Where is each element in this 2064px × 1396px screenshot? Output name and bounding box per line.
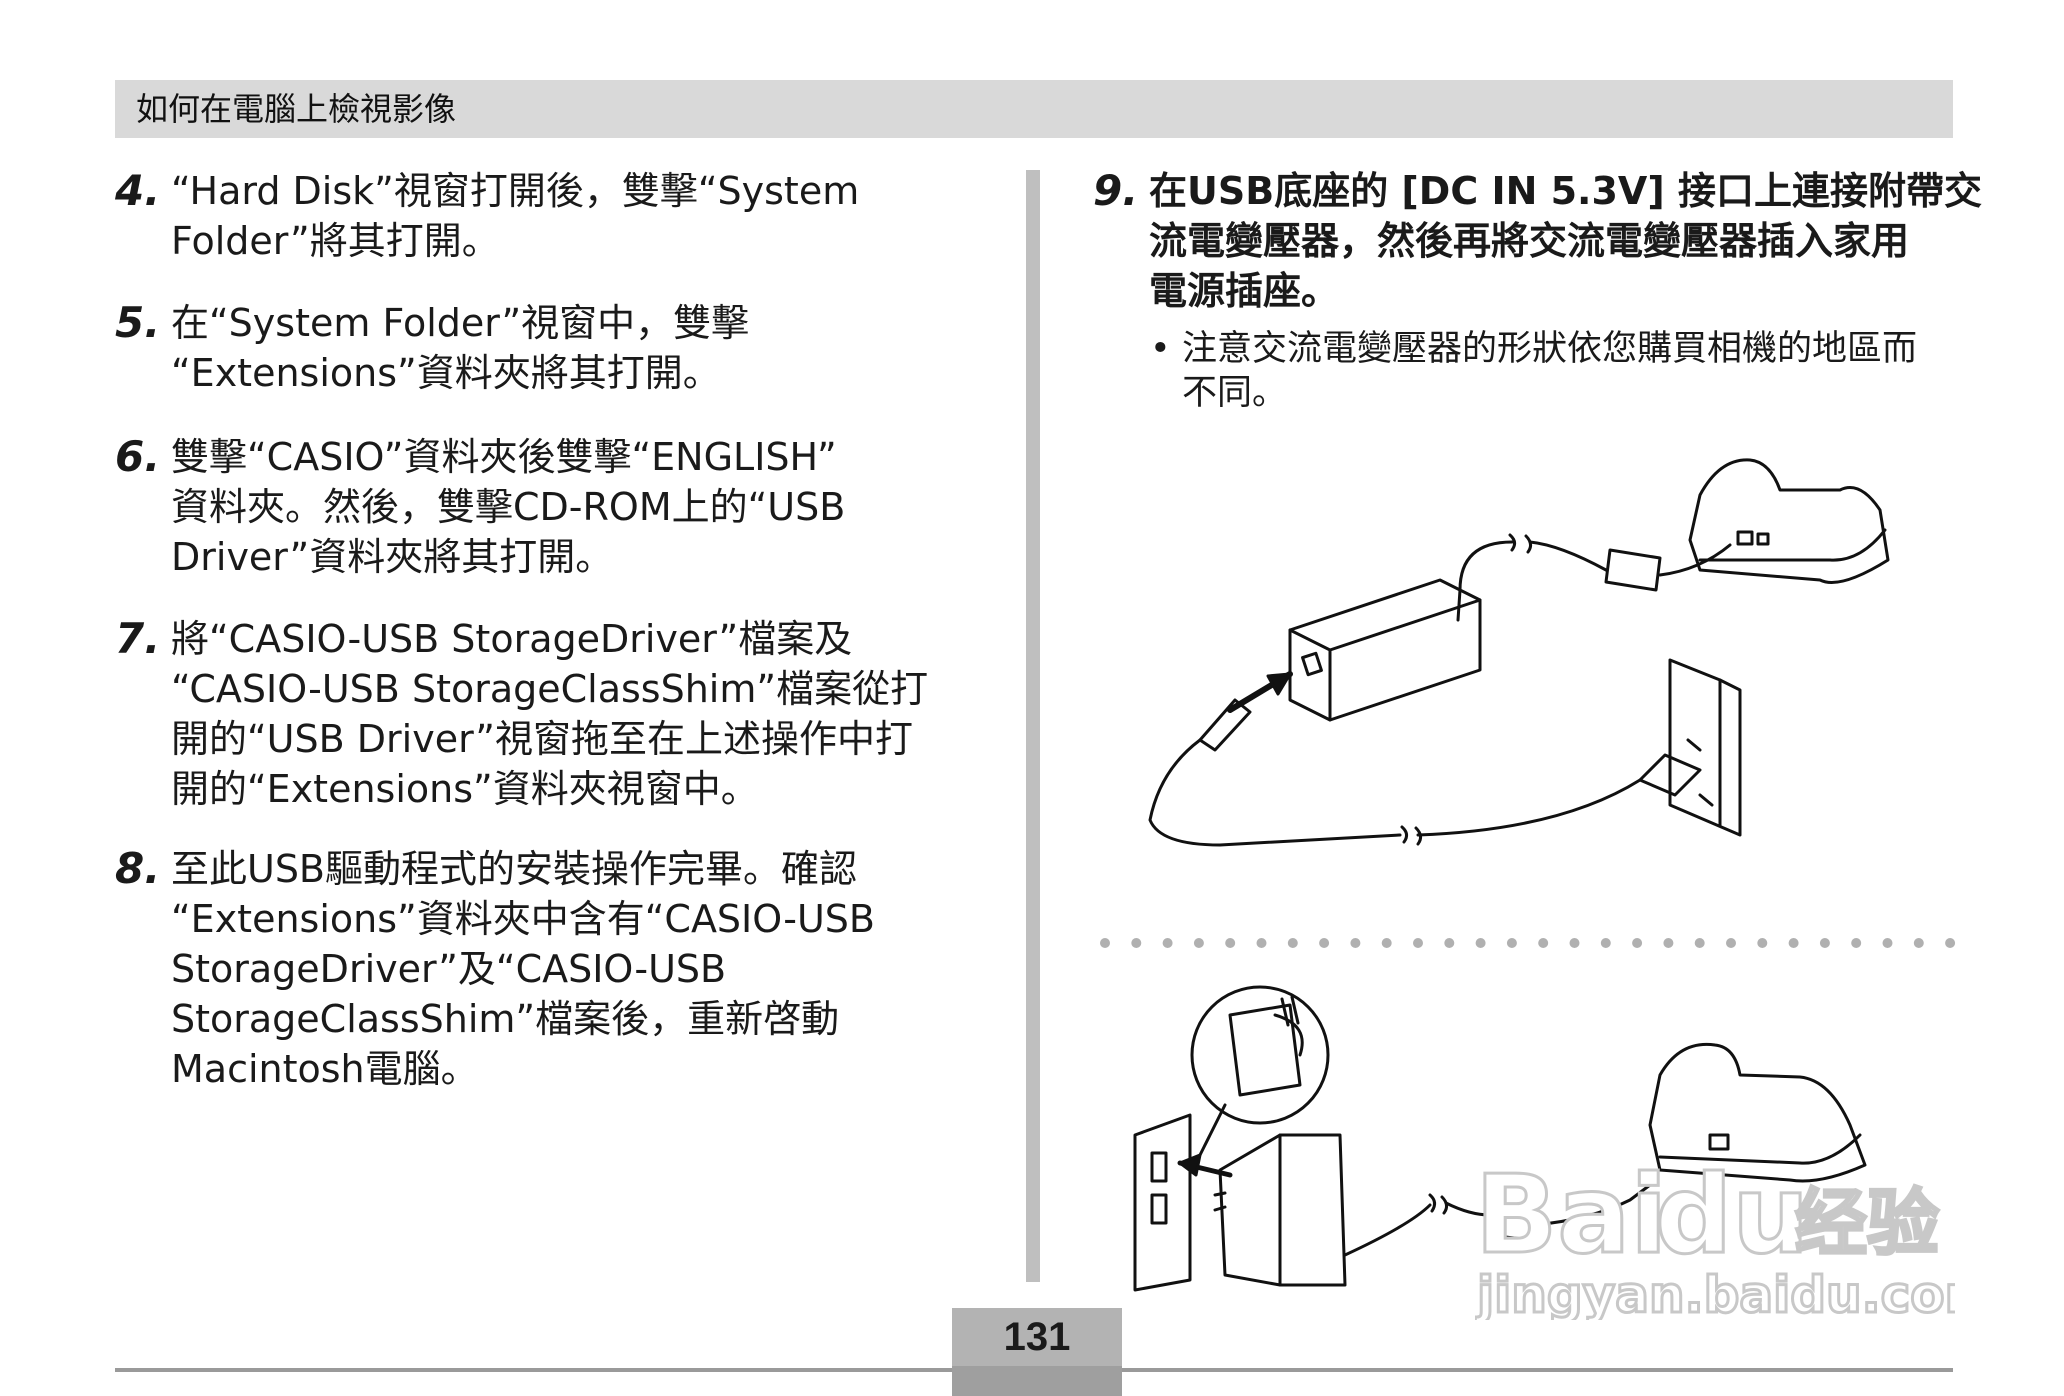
cradle-icon <box>1688 458 1890 584</box>
separator-dot <box>1506 938 1517 948</box>
note-text-line: 注意交流電變壓器的形狀依您購買相機的地區而 <box>1182 329 1918 369</box>
watermark-suffix: 经验 <box>1795 1181 1939 1265</box>
step-text-line: “CASIO-USB StorageClassShim”檔案從打 <box>171 667 929 711</box>
watermark-paw: du <box>1655 1160 1809 1278</box>
page-number-box <box>952 1308 1122 1396</box>
column-divider <box>1026 170 1040 1282</box>
step-text-line: StorageClassShim”檔案後，重新啓動 <box>171 997 840 1041</box>
separator-dot <box>1319 938 1330 948</box>
dotted-separator <box>1100 938 1956 948</box>
ac-adapter-icon <box>1288 578 1482 722</box>
adapter-cradle-illustration <box>1148 458 1890 847</box>
step-number: 4. <box>115 166 161 215</box>
separator-dot <box>1694 938 1705 948</box>
step-text-line: 流電變壓器，然後再將交流電變壓器插入家用 <box>1149 219 1910 263</box>
separator-dot <box>1632 938 1643 948</box>
separator-dot <box>1757 938 1768 948</box>
separator-dot <box>1913 938 1924 948</box>
wall-outlet-icon <box>1668 658 1742 837</box>
step-text-line: 開的“USB Driver”視窗拖至在上述操作中打 <box>171 717 913 761</box>
separator-dot <box>1256 938 1267 948</box>
step-text-line: 電源插座。 <box>1149 269 1340 313</box>
step-7: 7. 將“CASIO-USB StorageDriver”檔案及 “CASIO-… <box>115 614 928 814</box>
step-text-line: 在USB底座的 [DC IN 5.3V] 接口上連接附帶交 <box>1149 169 1982 213</box>
ferrite-core-icon <box>1486 1203 1537 1242</box>
page-number-box-top <box>952 1308 1122 1366</box>
ac-adapter-icon <box>1218 1133 1347 1287</box>
step-8: 8. 至此USB驅動程式的安裝操作完畢。確認 “Extensions”資料夾中含… <box>115 844 875 1094</box>
step-number: 7. <box>115 614 161 663</box>
page-number: 131 <box>1003 1315 1071 1359</box>
separator-dot <box>1381 938 1392 948</box>
separator-dot <box>1162 938 1173 948</box>
page-title: 如何在電腦上檢視影像 <box>136 90 457 128</box>
separator-dot <box>1600 938 1611 948</box>
step-6: 6. 雙擊“CASIO”資料夾後雙擊“ENGLISH” 資料夾。然後，雙擊CD-… <box>115 432 845 582</box>
separator-dot <box>1475 938 1486 948</box>
ferrite-core-icon <box>1604 548 1662 592</box>
step-text-line: 資料夾。然後，雙擊CD-ROM上的“USB <box>171 485 846 529</box>
step-4: 4. “Hard Disk”視窗打開後，雙擊“System Folder”將其打… <box>115 166 859 266</box>
step-number: 6. <box>115 432 161 481</box>
bullet-icon: • <box>1150 329 1171 369</box>
separator-dot <box>1350 938 1361 948</box>
step-number: 9. <box>1093 166 1139 215</box>
separator-dot <box>1413 938 1423 948</box>
separator-dot <box>1131 938 1142 948</box>
step-text-line: “Extensions”資料夾將其打開。 <box>171 351 721 395</box>
note: • 注意交流電變壓器的形狀依您購買相機的地區而 不同。 <box>1150 327 1917 415</box>
step-text-line: StorageDriver”及“CASIO-USB <box>171 947 727 991</box>
step-text-line: 開的“Extensions”資料夾視窗中。 <box>171 767 759 811</box>
step-text-line: “Hard Disk”視窗打開後，雙擊“System <box>171 169 860 213</box>
cradle-icon <box>1648 1042 1867 1183</box>
step-text-line: Folder”將其打開。 <box>171 219 500 263</box>
step-text-line: 在“System Folder”視窗中，雙擊 <box>171 301 750 345</box>
watermark-url: jingyan.baidu.com <box>1475 1266 1955 1320</box>
separator-dot <box>1663 938 1674 948</box>
step-number: 5. <box>115 298 161 347</box>
step-text-line: 至此USB驅動程式的安裝操作完畢。確認 <box>171 847 858 891</box>
separator-dot <box>1788 938 1799 948</box>
step-text-line: “Extensions”資料夾中含有“CASIO-USB <box>171 897 875 941</box>
step-text-line: Macintosh電腦。 <box>171 1047 479 1091</box>
separator-dot <box>1287 938 1298 948</box>
separator-dot <box>1538 938 1549 948</box>
step-text-line: Driver”資料夾將其打開。 <box>171 535 614 579</box>
watermark-brand: Bai <box>1475 1160 1667 1278</box>
separator-dot <box>1569 938 1580 948</box>
step-5: 5. 在“System Folder”視窗中，雙擊 “Extensions”資料… <box>115 298 749 398</box>
step-text-line: 將“CASIO-USB StorageDriver”檔案及 <box>171 617 853 661</box>
separator-dot <box>1225 938 1236 948</box>
separator-dot <box>1444 938 1455 948</box>
step-text-line: 雙擊“CASIO”資料夾後雙擊“ENGLISH” <box>171 435 837 479</box>
adapter-outlet-illustration <box>1133 985 1867 1292</box>
wall-outlet-icon <box>1133 1113 1192 1292</box>
separator-dot <box>1193 938 1204 948</box>
separator-dot <box>1726 938 1736 948</box>
note-text-line: 不同。 <box>1182 373 1288 413</box>
separator-dot <box>1851 938 1862 948</box>
step-number: 8. <box>115 844 161 893</box>
separator-dot <box>1819 938 1830 948</box>
header-bar <box>115 80 1953 138</box>
separator-dot <box>1882 938 1893 948</box>
baidu-watermark-logo: Bai du 经验 jingyan.baidu.com <box>1475 1160 1955 1320</box>
separator-dot <box>1945 938 1956 948</box>
separator-dot <box>1100 938 1110 948</box>
magnify-circle-icon <box>1190 985 1330 1125</box>
step-9: 9. 在USB底座的 [DC IN 5.3V] 接口上連接附帶交 流電變壓器，然… <box>1093 166 1982 316</box>
